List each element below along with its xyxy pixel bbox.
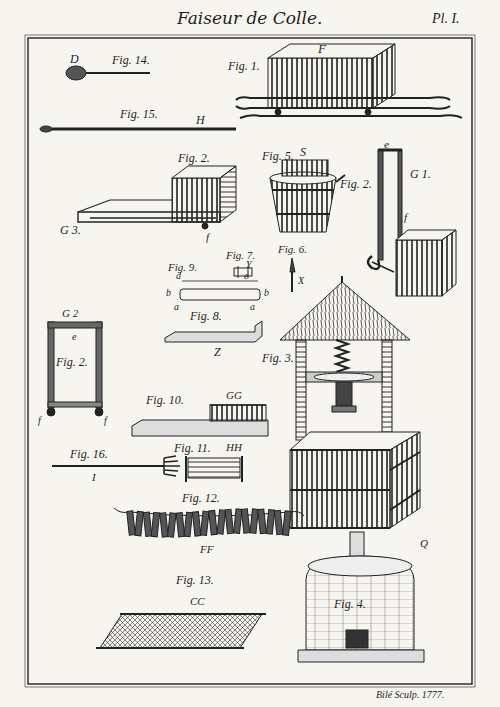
small-rack (186, 456, 242, 482)
figure-label: Bilé Sculp. 1777. (376, 690, 444, 700)
part-letter: e (72, 332, 76, 342)
figure-label: Fig. 9. (168, 262, 197, 273)
part-letter: d (176, 271, 181, 281)
figure-label: Fig. 14. (112, 54, 150, 66)
figure-label: Fig. 6. (278, 244, 307, 255)
part-letter: e (384, 139, 389, 150)
figure-label: Fig. 2. (340, 178, 372, 190)
glue-sheet (176, 513, 184, 537)
screw-press (280, 276, 420, 528)
angle-board (165, 321, 262, 342)
figure-label: Fig. 13. (176, 574, 214, 586)
glue-sheet (241, 509, 249, 533)
figure-label: Fig. 5. (262, 150, 294, 162)
part-letter: X (298, 276, 304, 286)
figure-label: Fig. 15. (120, 108, 158, 120)
glue-sheet (234, 509, 242, 533)
part-letter: S (300, 146, 306, 158)
figure-label: Fig. 12. (182, 492, 220, 504)
glue-sheet (209, 510, 217, 534)
glue-sheet (201, 511, 209, 535)
ladle (66, 66, 150, 80)
glue-sheet (266, 510, 274, 534)
glue-sheet (192, 512, 200, 536)
figure-label: G 1. (410, 168, 431, 180)
part-letter: I (92, 472, 96, 483)
part-letter: F (318, 42, 326, 55)
plate-title: Faiseur de Colle. (177, 10, 322, 27)
gallows-frame (47, 322, 103, 416)
glue-sheet (160, 513, 168, 537)
part-letter: HH (226, 442, 242, 453)
figure-label: Fig. 1. (228, 60, 260, 72)
glue-sheet (184, 512, 192, 536)
glue-sheets-on-string (114, 508, 304, 537)
glue-sheet (135, 511, 143, 535)
figure-label: G 3. (60, 224, 81, 236)
part-letter: D (70, 53, 79, 65)
part-letter: e (244, 271, 248, 281)
part-letter: H (196, 114, 205, 126)
part-letter: a (250, 302, 255, 312)
stirring-rod (40, 126, 236, 132)
part-letter: f (206, 232, 209, 243)
figure-label: Fig. 3. (262, 352, 294, 364)
glue-sheet (127, 511, 135, 535)
frame-rectangle (180, 281, 260, 300)
part-letter: Y (246, 260, 252, 270)
part-letter: b (166, 288, 171, 298)
glue-sheet (250, 509, 258, 533)
part-letter: f (404, 212, 407, 223)
part-letter: b (264, 288, 269, 298)
plate-border-outer (25, 35, 475, 687)
figure-label: Fig. 11. (174, 442, 211, 454)
comb-trough (132, 405, 268, 436)
plate-border (28, 38, 472, 684)
figure-label: Fig. 8. (190, 310, 222, 322)
part-letter: CC (190, 596, 205, 607)
tub (270, 160, 345, 232)
figure-label: Fig. 2. (56, 356, 88, 368)
crate-with-gallows (368, 150, 456, 296)
part-letter: a (174, 302, 179, 312)
crate-on-sledge (78, 166, 236, 229)
figure-label: Pl. I. (432, 12, 460, 26)
glue-sheet (283, 511, 291, 535)
part-letter: f (104, 416, 107, 426)
figure-label: Fig. 16. (70, 448, 108, 460)
drying-net (96, 614, 266, 648)
glue-sheet (258, 509, 266, 533)
part-letter: FF (200, 544, 213, 555)
glue-sheet (151, 512, 159, 536)
part-letter: Z (214, 346, 221, 358)
part-letter: G 2 (62, 308, 78, 319)
glue-sheet (225, 509, 233, 533)
furnace (298, 532, 424, 662)
glue-sheet (143, 512, 151, 536)
knife (290, 258, 295, 292)
glue-sheet (217, 510, 225, 534)
part-letter: f (38, 416, 41, 426)
glue-sheet (168, 513, 176, 537)
figure-label: Fig. 10. (146, 394, 184, 406)
part-letter: GG (226, 390, 242, 401)
hand-barrow-crate (236, 44, 462, 118)
part-letter: Q (420, 538, 428, 549)
figure-label: Fig. 4. (334, 598, 366, 610)
figure-label: Fig. 2. (178, 152, 210, 164)
glue-sheet (274, 510, 282, 534)
